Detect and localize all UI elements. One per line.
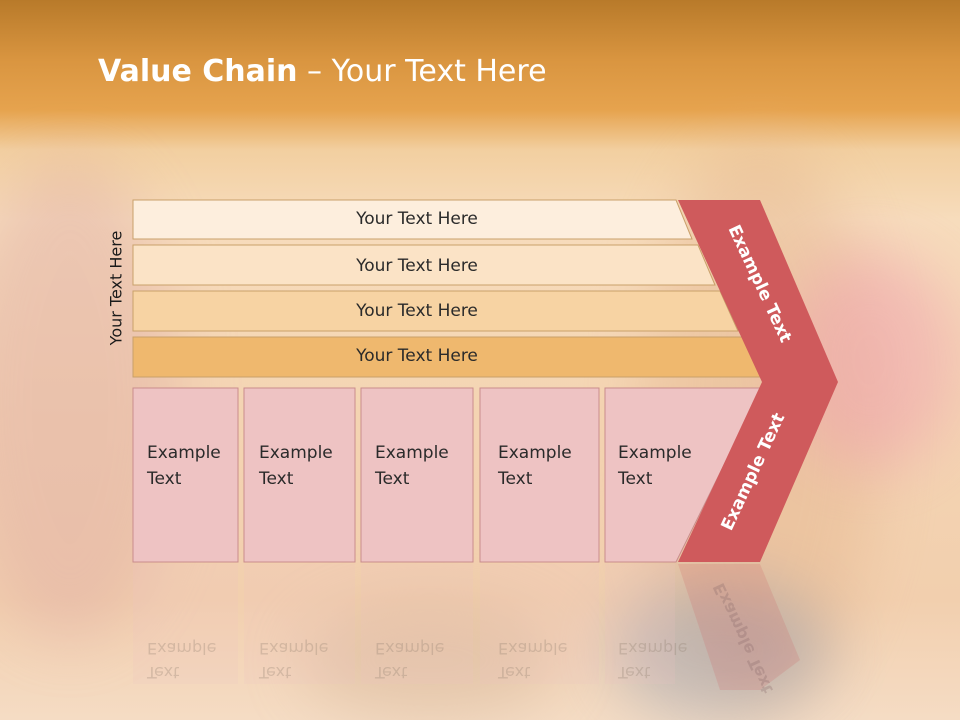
activity-label-line2: Text — [147, 469, 182, 489]
reflection-line2: Text — [498, 663, 531, 682]
activity-label-line1: Example — [375, 443, 449, 463]
activity-label-line2: Text — [498, 469, 533, 489]
reflection — [133, 564, 800, 690]
background-blur — [610, 580, 830, 720]
reflection-line2: Text — [375, 663, 408, 682]
activity-label-line1: Example — [618, 443, 692, 463]
chevron-reflection — [678, 564, 800, 690]
box-reflection — [133, 564, 238, 684]
activity-label-line1: Example — [259, 443, 333, 463]
reflection-line1: Example — [147, 639, 217, 658]
reflection-line1: Example — [259, 639, 329, 658]
activity-label-reflection: Text Example — [498, 636, 567, 684]
activity-box — [360, 387, 474, 563]
activity-box — [604, 387, 763, 563]
activity-label-reflection: Text Example — [375, 636, 444, 684]
activity-label-line1: Example — [147, 443, 221, 463]
activity-box — [243, 387, 356, 563]
box-reflection — [480, 564, 599, 684]
row-label: Your Text Here — [356, 209, 478, 229]
activity-box — [479, 387, 600, 563]
slide-title: Value Chain – Your Text Here — [98, 54, 547, 89]
activity-label-reflection: Text Example — [147, 636, 216, 684]
activity-label-line2: Text — [259, 469, 294, 489]
row-label: Your Text Here — [356, 346, 478, 366]
reflection-line1: Example — [618, 639, 688, 658]
box-reflection — [605, 564, 675, 684]
row-bar — [132, 199, 693, 240]
title-rest: – Your Text Here — [297, 54, 547, 89]
title-bold: Value Chain — [98, 54, 298, 89]
row-label: Your Text Here — [356, 256, 478, 276]
row-bar — [132, 244, 716, 286]
row-label: Your Text Here — [356, 301, 478, 321]
row-bar — [132, 290, 739, 332]
activity-label-line2: Text — [375, 469, 410, 489]
reflection-line2: Text — [618, 663, 651, 682]
chevron-arrow — [678, 200, 838, 562]
reflection-line2: Text — [259, 663, 292, 682]
reflection-line1: Example — [375, 639, 445, 658]
activity-label-line2: Text — [618, 469, 653, 489]
activity-label-line1: Example — [498, 443, 572, 463]
reflection-line2: Text — [147, 663, 180, 682]
box-reflection — [361, 564, 473, 684]
reflection-line1: Example — [498, 639, 568, 658]
activity-box — [132, 387, 239, 563]
background-blur — [300, 600, 560, 720]
activity-label-reflection: Text Example — [618, 636, 687, 684]
box-reflection — [244, 564, 355, 684]
activity-label-reflection: Text Example — [259, 636, 328, 684]
